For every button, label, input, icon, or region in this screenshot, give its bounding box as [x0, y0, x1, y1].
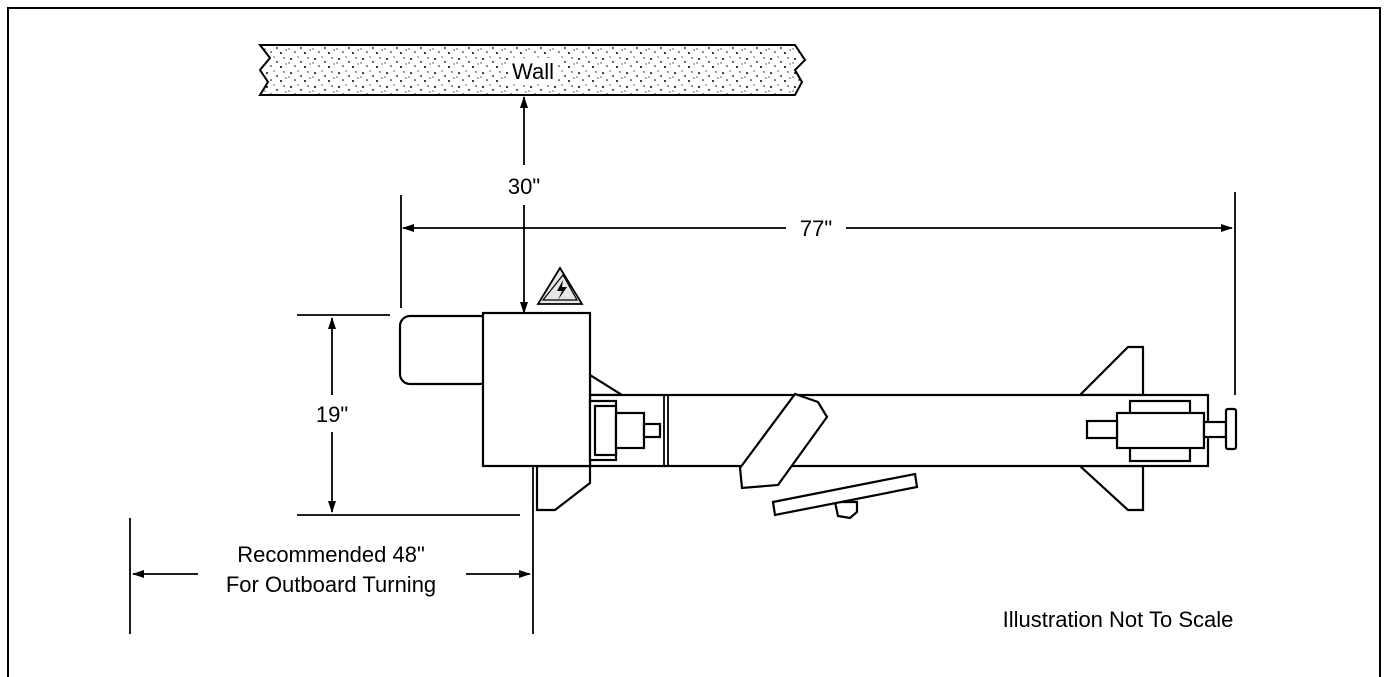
tailstock-handwheel [1224, 407, 1238, 451]
outboard-label-line1: Recommended 48" [237, 542, 425, 567]
tool-rest [738, 392, 829, 490]
page-frame [7, 7, 1381, 677]
wall-label: Wall [512, 59, 554, 84]
scale-note: Illustration Not To Scale [1003, 607, 1234, 632]
wall-clearance-label: 30" [508, 174, 540, 199]
wall: Wall [257, 44, 807, 96]
width-label: 19" [316, 402, 348, 427]
outboard-dimension: Recommended 48" For Outboard Turning [129, 465, 534, 634]
lathe [398, 311, 1238, 520]
outboard-label-line2: For Outboard Turning [226, 572, 436, 597]
length-label: 77" [800, 216, 832, 241]
length-dimension: 77" [400, 192, 1236, 395]
motor [398, 314, 492, 386]
wall-clearance-dimension: 30" [508, 96, 540, 314]
width-dimension: 19" [297, 314, 520, 516]
headstock [481, 311, 592, 468]
electrical-hazard-icon [536, 266, 584, 305]
